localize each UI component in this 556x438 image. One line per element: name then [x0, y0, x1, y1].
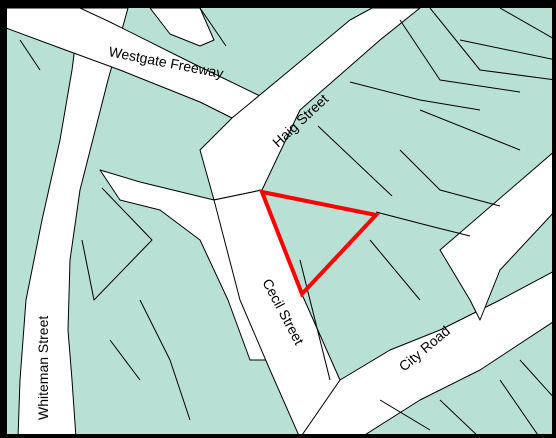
parcel-line [399, 19, 521, 93]
parcel-line [299, 259, 331, 381]
road-network [7, 8, 556, 438]
parcel-line [499, 8, 552, 39]
upper-right-road[interactable] [439, 150, 556, 321]
parcel-line [429, 8, 552, 80]
parcel-line [317, 125, 393, 197]
parcel-line [19, 39, 41, 71]
top-road-segment[interactable] [149, 8, 215, 47]
parcel-line [109, 339, 141, 381]
parcel-line [369, 239, 421, 301]
highlighted-area-triangle[interactable] [258, 189, 380, 298]
parcel-line [199, 8, 227, 47]
parcel-boundaries [19, 8, 552, 434]
parcel-line [439, 399, 477, 434]
parcel-line [499, 379, 538, 434]
parcel-line [349, 81, 481, 111]
parcel-line [375, 211, 471, 237]
parcel-line [399, 149, 501, 207]
whiteman-street-road[interactable] [17, 8, 129, 438]
parcel-line [81, 187, 153, 301]
parcel-line [419, 109, 521, 151]
whiteman-street-label: Whiteman Street [35, 316, 51, 420]
parcel-line [139, 299, 191, 421]
city-road-road[interactable] [300, 270, 556, 438]
parcel-line [519, 359, 552, 397]
parcel-line [459, 39, 552, 60]
parcel-line [379, 399, 431, 431]
